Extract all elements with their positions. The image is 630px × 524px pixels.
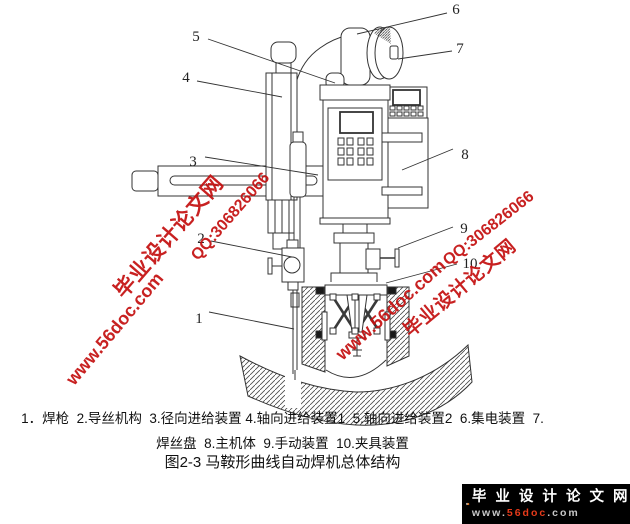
keypad bbox=[337, 137, 374, 166]
callout-2: 2 bbox=[197, 231, 205, 247]
callout-5: 5 bbox=[192, 29, 200, 45]
clamp-mechanism bbox=[315, 284, 397, 357]
logo-site-name: 毕 业 设 计 论 文 网 bbox=[471, 489, 630, 505]
main-body bbox=[319, 26, 429, 225]
parts-list-line1: 1．焊枪 2.导丝机构 3.径向进给装置 4.轴向进给装置1 5.轴向进给装置2… bbox=[21, 411, 544, 426]
display-screen bbox=[339, 111, 374, 134]
spool-wire-hatch bbox=[374, 26, 391, 44]
logo-url-domain: 56doc bbox=[506, 506, 548, 519]
crank-handle bbox=[394, 248, 400, 268]
side-screen bbox=[392, 89, 421, 106]
callout-7: 7 bbox=[456, 41, 464, 57]
site-logo[interactable]: 毕 业 设 计 论 文 网 www.56doc.com bbox=[462, 484, 630, 524]
collector-unit bbox=[340, 27, 371, 86]
leader-lines bbox=[196, 12, 458, 330]
callout-1: 1 bbox=[195, 311, 203, 327]
callout-3: 3 bbox=[189, 154, 197, 170]
axial-feed-column bbox=[265, 41, 298, 250]
logo-site-url: www.56doc.com bbox=[471, 506, 630, 519]
fish-logo-icon bbox=[466, 502, 470, 506]
welding-torch bbox=[290, 290, 300, 380]
figure-title: 图2-3 马鞍形曲线自动焊机总体结构 bbox=[164, 454, 401, 471]
callout-10: 10 bbox=[463, 256, 478, 272]
logo-url-tld: .com bbox=[547, 506, 580, 519]
callout-9: 9 bbox=[460, 221, 468, 237]
manual-device bbox=[330, 223, 400, 286]
callout-8: 8 bbox=[461, 147, 469, 163]
callout-6: 6 bbox=[452, 2, 460, 18]
callout-4: 4 bbox=[182, 70, 190, 86]
branch-pipe-walls bbox=[301, 286, 410, 373]
callout-numbers: 1 2 3 4 5 6 7 8 9 10 bbox=[182, 2, 477, 327]
side-buttons bbox=[389, 105, 424, 117]
logo-url-www: www. bbox=[471, 506, 507, 519]
spool-hub bbox=[389, 45, 399, 60]
wire-feeder bbox=[267, 131, 307, 291]
parts-list-line2: 焊丝盘 8.主机体 9.手动装置 10.夹具装置 bbox=[156, 436, 409, 451]
